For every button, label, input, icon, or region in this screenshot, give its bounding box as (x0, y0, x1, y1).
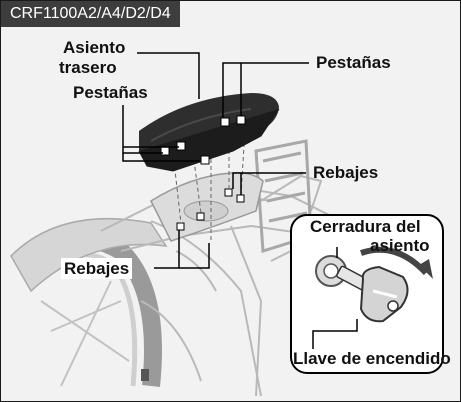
label-rear-seat-line1: Asiento (63, 38, 126, 57)
leader-lines (122, 52, 309, 269)
label-rear-seat-line2: trasero (59, 58, 117, 77)
label-seat-lock-line2: asiento (370, 236, 430, 255)
seat-lock-inset (290, 214, 444, 374)
label-tabs-left: Pestañas (73, 83, 148, 102)
label-recesses-left: Rebajes (61, 258, 133, 279)
ignition-key-icon (336, 265, 409, 323)
model-tag: CRF1100A2/A4/D2/D4 (1, 1, 180, 27)
label-recesses-right: Rebajes (313, 163, 379, 182)
label-seat-lock-line1: Cerradura del (310, 217, 421, 236)
seat-bed-opening (183, 200, 229, 222)
lower-part (141, 369, 149, 381)
label-ignition-key: Llave de encendido (293, 349, 451, 368)
rotate-arrow-icon (360, 246, 429, 276)
label-tabs-right: Pestañas (316, 53, 391, 72)
